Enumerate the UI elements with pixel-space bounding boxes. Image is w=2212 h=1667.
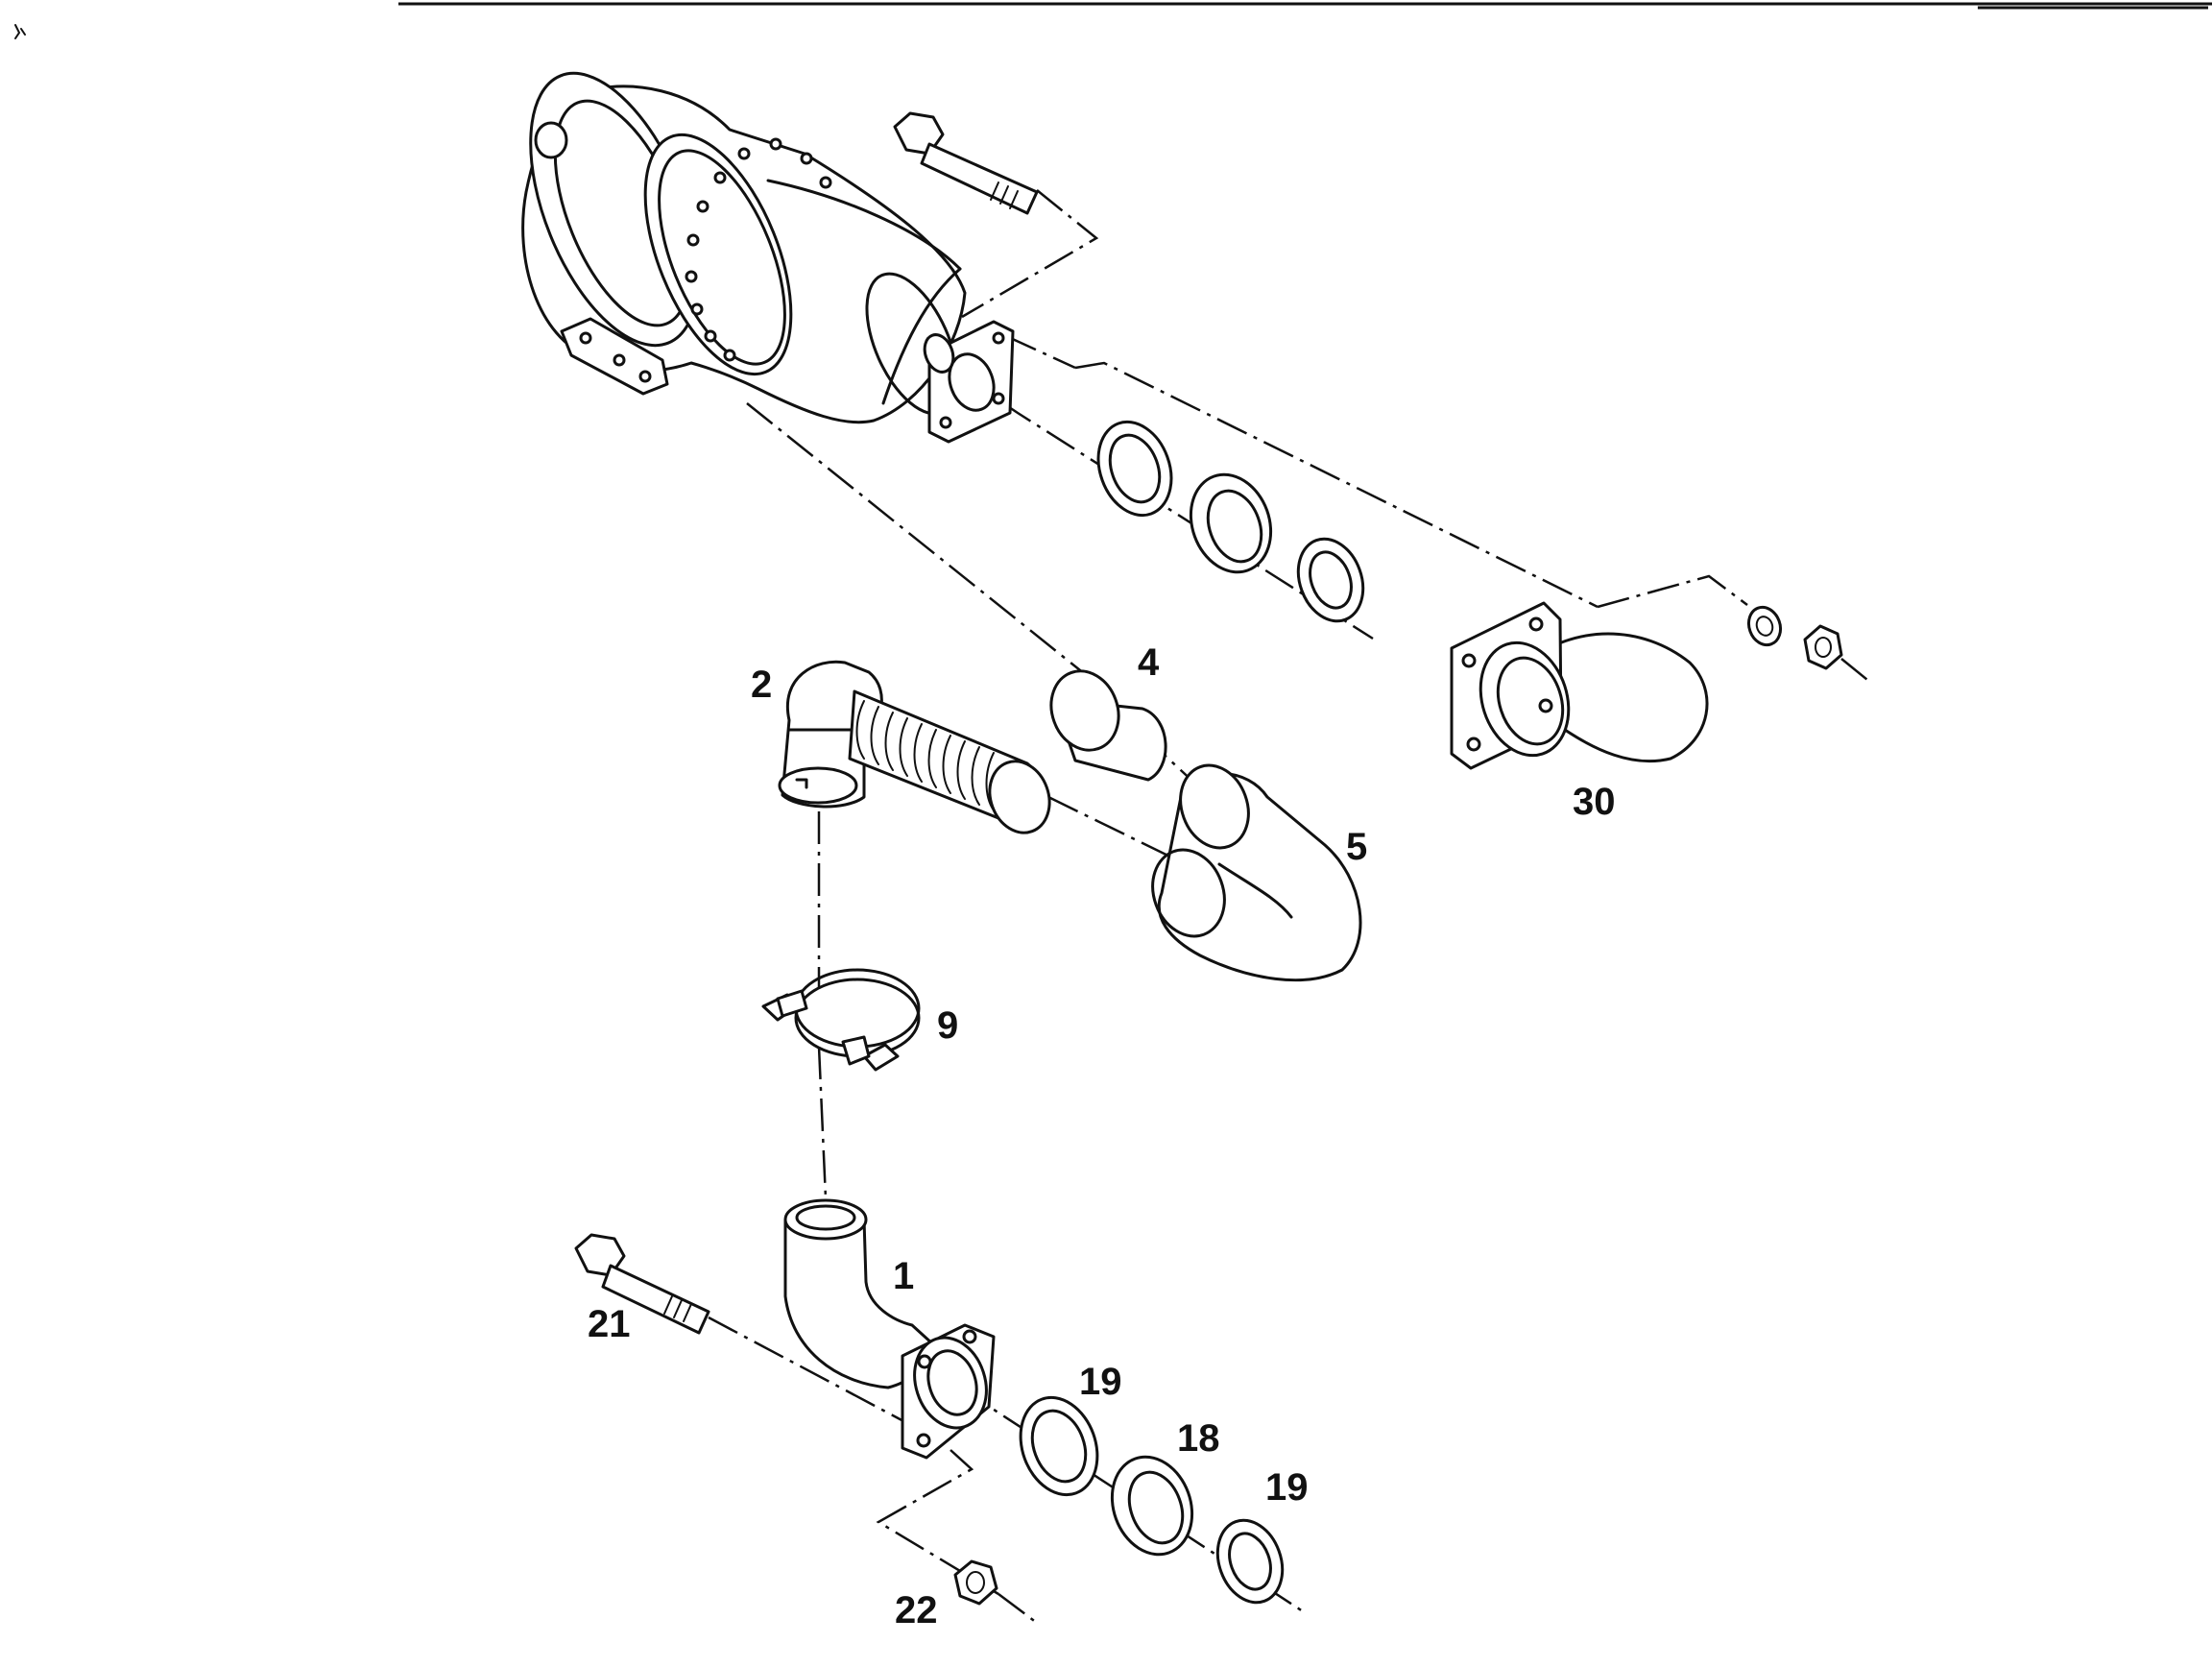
bolt-21 bbox=[574, 1233, 710, 1335]
callout-part-2: 2 bbox=[751, 664, 772, 706]
callout-part-21: 21 bbox=[588, 1303, 631, 1345]
nut-upper bbox=[1803, 624, 1873, 685]
air-cleaner bbox=[521, 71, 967, 424]
callout-part-5: 5 bbox=[1346, 826, 1367, 868]
corner-mark bbox=[14, 24, 26, 39]
flange-elbow-30 bbox=[1450, 601, 1709, 770]
elbow-pipe-1 bbox=[783, 1198, 996, 1460]
seal-19-lower bbox=[1215, 1518, 1285, 1605]
callout-part-9: 9 bbox=[937, 1004, 958, 1047]
corrugated-hose bbox=[848, 689, 1051, 834]
air-cleaner-outlet-flange bbox=[923, 320, 1015, 444]
seal-18 bbox=[1110, 1455, 1194, 1557]
callout-part-18: 18 bbox=[1177, 1417, 1220, 1460]
seal-19-upper bbox=[1019, 1395, 1099, 1497]
sleeve-4 bbox=[1049, 669, 1167, 782]
nut-22 bbox=[953, 1559, 998, 1606]
callout-part-19-upper: 19 bbox=[1079, 1361, 1122, 1403]
callout-part-4: 4 bbox=[1138, 641, 1160, 684]
callout-part-1: 1 bbox=[893, 1255, 914, 1297]
callout-part-30: 30 bbox=[1573, 781, 1616, 823]
upper-seal-stack bbox=[1096, 420, 1365, 623]
bolt-top bbox=[893, 111, 1039, 215]
flange-bolts bbox=[685, 137, 832, 362]
hose-clamp-9 bbox=[761, 968, 921, 1072]
u-bend-hose-5 bbox=[1151, 763, 1362, 982]
callout-part-19-lower: 19 bbox=[1265, 1466, 1309, 1509]
callout-part-22: 22 bbox=[895, 1589, 938, 1631]
washer-upper bbox=[1746, 605, 1783, 647]
